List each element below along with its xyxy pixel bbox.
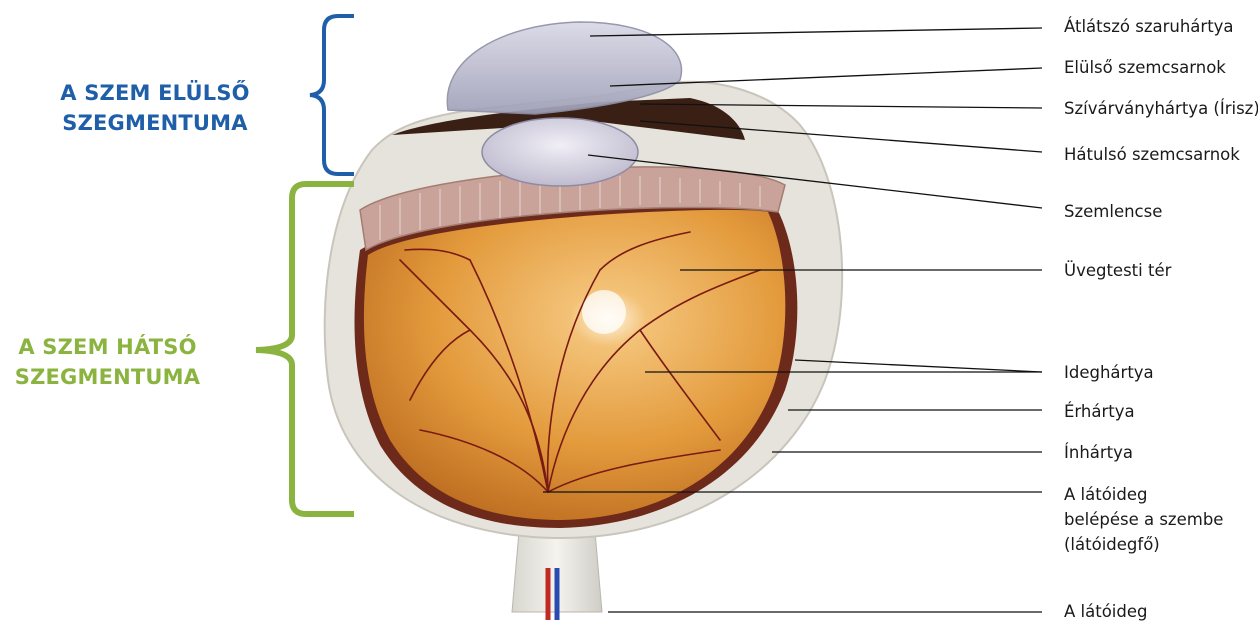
label-lens: Szemlencse — [1064, 199, 1162, 224]
light-glare — [582, 290, 626, 334]
anterior-bracket — [310, 16, 354, 174]
label-optic-disc-line1: A látóideg — [1064, 482, 1223, 507]
label-cornea: Átlátszó szaruhártya — [1064, 14, 1234, 39]
label-optic-nerve: A látóideg — [1064, 599, 1147, 624]
label-optic-disc: A látóideg belépése a szembe (látóidegfő… — [1064, 482, 1223, 557]
posterior-segment-title-line1: A SZEM HÁTSÓ — [0, 332, 215, 362]
label-posterior-chamber: Hátulsó szemcsarnok — [1064, 142, 1240, 167]
posterior-segment-title-line2: SZEGMENTUMA — [0, 362, 215, 392]
posterior-segment-title: A SZEM HÁTSÓ SZEGMENTUMA — [0, 332, 215, 392]
label-choroid: Érhártya — [1064, 399, 1135, 424]
label-optic-disc-line3: (látóidegfő) — [1064, 532, 1223, 557]
label-retina: Ideghártya — [1064, 360, 1154, 385]
label-optic-disc-line2: belépése a szembe — [1064, 507, 1223, 532]
label-vitreous: Üvegtesti tér — [1064, 258, 1171, 283]
lens-shape — [482, 118, 638, 186]
label-iris: Szívárványhártya (Írisz) — [1064, 96, 1258, 121]
label-sclera: Ínhártya — [1064, 440, 1133, 465]
label-anterior-chamber: Elülső szemcsarnok — [1064, 55, 1226, 80]
anterior-segment-title: A SZEM ELÜLSŐ SZEGMENTUMA — [44, 78, 266, 138]
anterior-segment-title-line1: A SZEM ELÜLSŐ — [44, 78, 266, 108]
anterior-segment-title-line2: SZEGMENTUMA — [44, 108, 266, 138]
